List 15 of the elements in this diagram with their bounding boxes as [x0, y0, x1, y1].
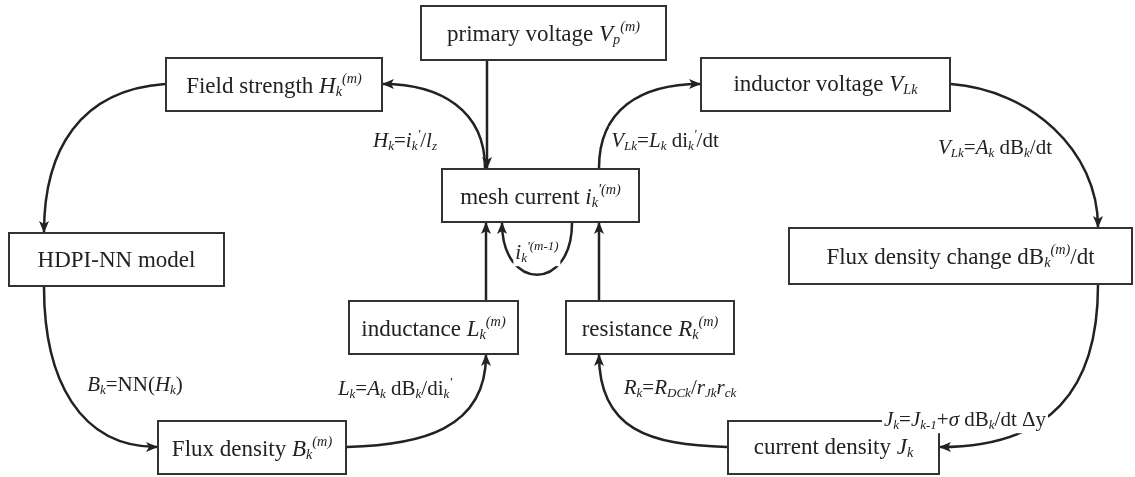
process-box: HDPI-NN model [8, 232, 225, 287]
arrow [482, 61, 492, 169]
process-box: inductor voltage V$_{Lk}$ [700, 57, 951, 112]
arrow [497, 222, 574, 276]
arrow [597, 79, 701, 169]
arrow [382, 79, 487, 169]
arrow [594, 354, 728, 449]
arrow [594, 222, 604, 300]
arrow [481, 222, 491, 300]
arrow [39, 82, 166, 233]
arrow [939, 284, 1100, 452]
process-box: Flux density change dB$_{k}$$^{(m)}$/dt [788, 227, 1133, 285]
arrow [42, 286, 158, 452]
arrow [950, 82, 1103, 228]
arrow [346, 354, 491, 449]
